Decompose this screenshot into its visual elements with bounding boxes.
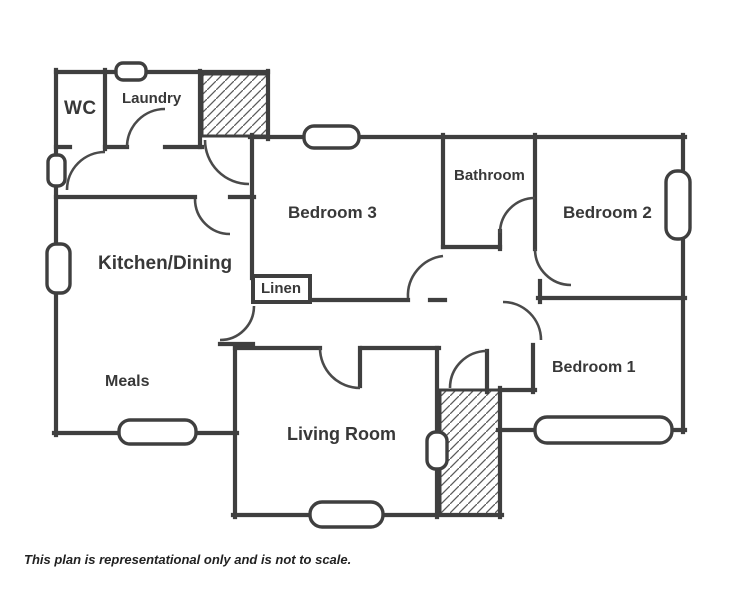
hatched-areas <box>200 72 502 517</box>
door-swing-bedroom1 <box>502 300 543 341</box>
hatched-area-front-porch <box>200 72 270 138</box>
room-label-wc: WC <box>64 98 97 119</box>
room-label-bathroom: Bathroom <box>454 167 525 184</box>
window-meals <box>117 418 198 446</box>
room-label-meals: Meals <box>105 373 150 390</box>
door-swing-bedroom3 <box>406 254 444 299</box>
window-laundry <box>114 61 148 82</box>
door-swing-hall <box>219 305 256 342</box>
room-label-bedroom1: Bedroom 1 <box>552 359 636 376</box>
window-kitchen <box>45 242 72 295</box>
door-swing-living <box>318 347 361 390</box>
door-swings <box>65 107 572 390</box>
plan-disclaimer: This plan is representational only and i… <box>24 552 352 567</box>
window-bedroom3 <box>302 124 361 150</box>
door-swing-bathroom <box>498 196 536 234</box>
linen-closet-box <box>251 274 312 304</box>
door-swing-rear-porch <box>448 349 488 389</box>
window-bedroom1 <box>533 415 674 445</box>
room-label-kitchen-dining: Kitchen/Dining <box>98 253 233 274</box>
windows <box>45 61 692 529</box>
window-living-side <box>425 430 449 471</box>
door-swing-bedroom2 <box>533 248 572 287</box>
room-label-living-room: Living Room <box>287 424 396 444</box>
hatched-area-rear-porch <box>438 388 502 517</box>
walls <box>51 67 688 520</box>
window-entry-hall <box>46 153 67 188</box>
door-swing-wc <box>65 150 106 191</box>
door-swing-laundry <box>125 107 166 148</box>
room-label-bedroom2: Bedroom 2 <box>563 203 652 222</box>
window-bedroom2 <box>664 169 692 241</box>
room-label-linen: Linen <box>261 280 301 297</box>
window-living-front <box>308 500 385 529</box>
door-swing-kitchen <box>193 198 231 236</box>
room-label-laundry: Laundry <box>122 90 182 107</box>
room-label-bedroom3: Bedroom 3 <box>288 203 377 222</box>
door-swing-entry <box>203 139 250 186</box>
